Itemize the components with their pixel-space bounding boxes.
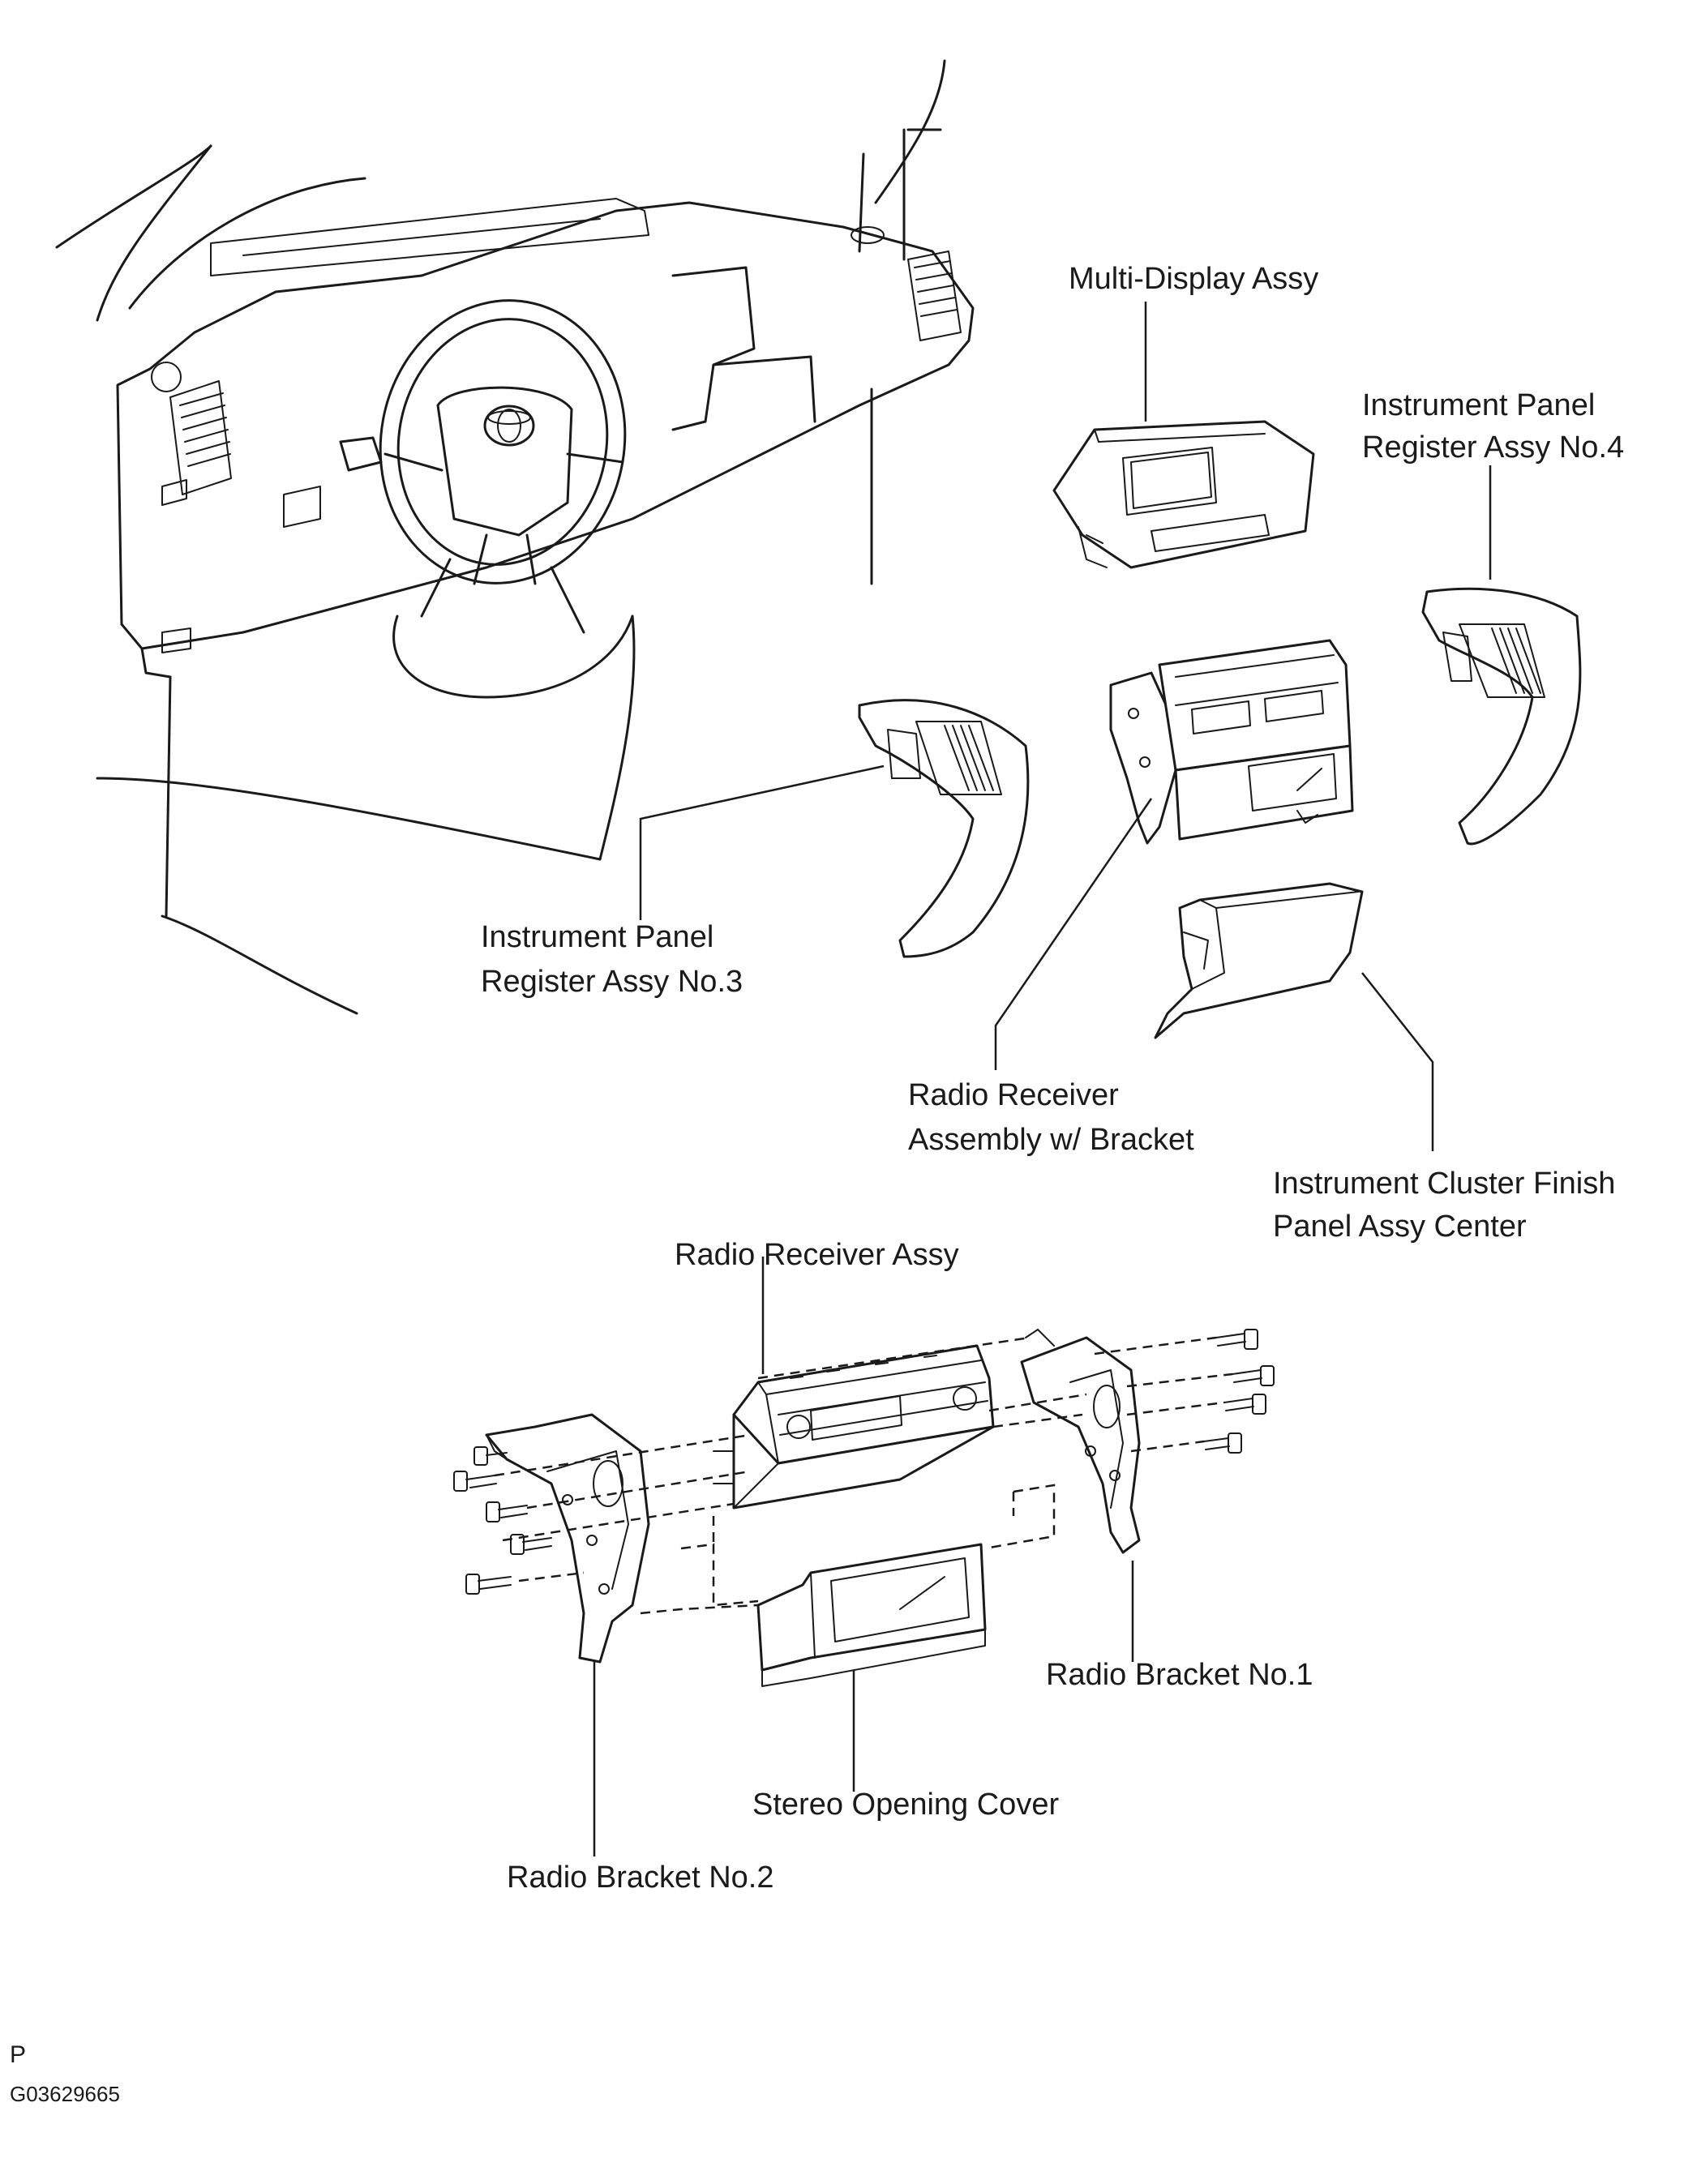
label-radio-receiver-assy: Radio Receiver Assy — [675, 1238, 959, 1272]
register-no4-part — [1421, 587, 1582, 846]
leader-lines — [593, 302, 1492, 1856]
label-radio-receiver-bracket-line1: Radio Receiver — [908, 1078, 1119, 1112]
register-no3-part — [858, 699, 1030, 958]
label-register-no3-line2: Register Assy No.3 — [481, 965, 743, 999]
label-multi-display-assy: Multi-Display Assy — [1069, 262, 1319, 296]
label-cluster-finish-line2: Panel Assy Center — [1273, 1210, 1527, 1244]
radio-receiver-with-bracket-part — [1109, 639, 1354, 845]
page-marker: P — [10, 2041, 27, 2068]
label-cluster-finish-line1: Instrument Cluster Finish — [1273, 1167, 1616, 1201]
label-register-no4-line1: Instrument Panel — [1362, 388, 1596, 422]
cluster-finish-panel-part — [1154, 882, 1364, 1039]
multi-display-part — [1052, 420, 1315, 569]
figure-code: G03629665 — [10, 2082, 120, 2106]
label-radio-receiver-bracket-line2: Assembly w/ Bracket — [908, 1123, 1194, 1157]
label-radio-bracket-no1: Radio Bracket No.1 — [1046, 1658, 1313, 1692]
label-stereo-opening-cover: Stereo Opening Cover — [752, 1788, 1060, 1822]
label-radio-bracket-no2: Radio Bracket No.2 — [507, 1861, 774, 1895]
label-register-no4-line2: Register Assy No.4 — [1362, 430, 1625, 465]
label-register-no3-line1: Instrument Panel — [481, 920, 714, 954]
exploded-radio-assembly — [453, 1329, 1275, 1687]
dashboard-illustration — [55, 59, 975, 1015]
